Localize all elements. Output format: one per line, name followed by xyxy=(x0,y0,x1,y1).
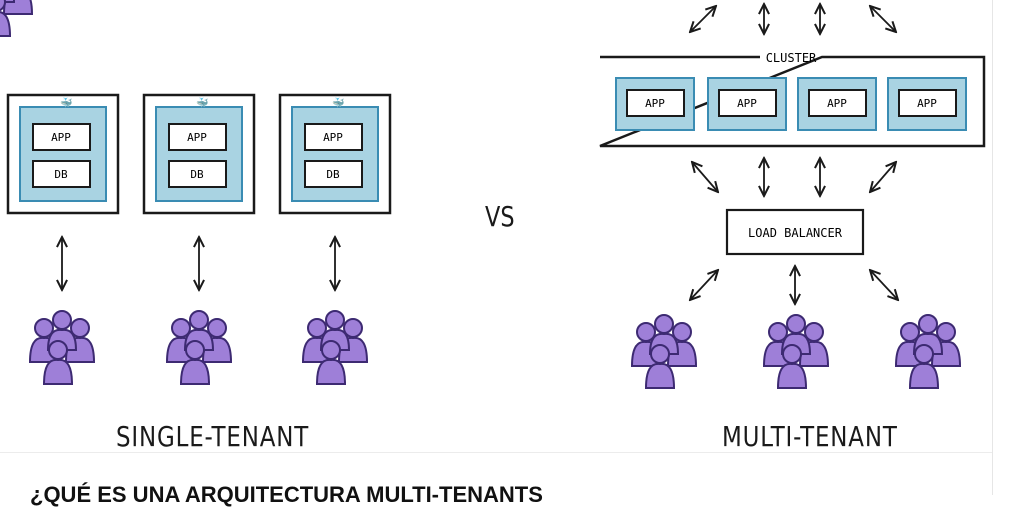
db-label: DB xyxy=(326,168,340,181)
app-label: APP xyxy=(917,97,937,110)
cluster-container-3: APP xyxy=(797,77,877,131)
app-label: APP xyxy=(645,97,665,110)
single-tenant-server-3: 🐳 APP DB xyxy=(278,93,392,215)
double-arrow-icon xyxy=(690,6,716,32)
app-label: APP xyxy=(737,97,757,110)
docker-whale-icon: 🐳 xyxy=(196,97,208,109)
single-tenant-server-2: 🐳 APP DB xyxy=(142,93,256,215)
double-arrow-icon xyxy=(690,270,718,300)
app-label: APP xyxy=(51,131,71,144)
app-label: APP xyxy=(323,131,343,144)
docker-whale-icon: 🐳 xyxy=(60,97,72,109)
load-balancer-label: LOAD BALANCER xyxy=(748,226,843,240)
cluster-container-2: APP xyxy=(707,77,787,131)
multi-tenant-label: MULTI-TENANT xyxy=(722,420,898,453)
load-balancer-box: LOAD BALANCER xyxy=(725,208,865,256)
cluster-container-1: APP xyxy=(615,77,695,131)
db-label: DB xyxy=(190,168,204,181)
user-group-icon xyxy=(0,0,34,37)
article-heading: ¿QUÉ ES UNA ARQUITECTURA MULTI-TENANTS xyxy=(30,482,543,507)
double-arrow-icon xyxy=(870,162,896,192)
single-tenant-server-1: 🐳 APP DB xyxy=(6,93,120,215)
vs-label: VS xyxy=(485,200,515,233)
db-label: DB xyxy=(54,168,68,181)
double-arrow-icon xyxy=(870,270,898,300)
app-label: APP xyxy=(827,97,847,110)
cluster-container-4: APP xyxy=(887,77,967,131)
cluster-label: CLUSTER xyxy=(766,51,817,65)
divider xyxy=(0,452,992,453)
docker-whale-icon: 🐳 xyxy=(332,97,344,109)
app-label: APP xyxy=(187,131,207,144)
double-arrow-icon xyxy=(870,6,896,32)
tenant-diagram: 🐳 APP DB 🐳 APP DB 🐳 APP DB xyxy=(0,0,986,389)
cluster-box: CLUSTER APP APP APP APP xyxy=(599,51,986,148)
single-tenant-label: SINGLE-TENANT xyxy=(116,420,310,453)
page-margin xyxy=(992,0,1013,495)
double-arrow-icon xyxy=(692,162,718,192)
